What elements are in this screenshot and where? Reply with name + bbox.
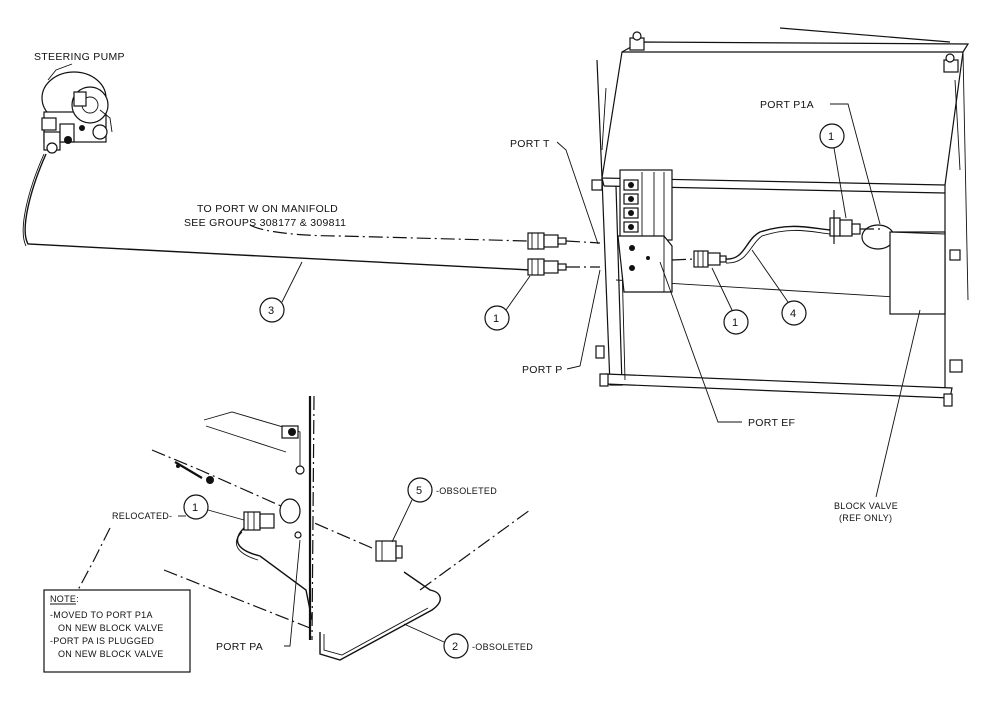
block-valve-label-2: (REF ONLY) [839,513,892,523]
svg-text:5: 5 [416,485,422,497]
to-port-w-label-2: SEE GROUPS 308177 & 309811 [184,217,346,229]
steering-pump-label: STEERING PUMP [34,51,125,63]
block-valve-label-1: BLOCK VALVE [834,501,898,511]
callout-3 [259,297,285,323]
port-ef-label: PORT EF [748,417,795,429]
hose-item-3 [24,153,531,271]
callout-1-upper-right [819,123,845,149]
note-line-3: -PORT PA IS PLUGGED [50,636,154,646]
valve-stack [617,169,673,293]
note-line-1: -MOVED TO PORT P1A [50,610,153,620]
svg-text:2: 2 [452,641,458,653]
obsoleted-2-label: -OBSOLETED [472,642,533,652]
svg-text:4: 4 [790,308,796,320]
callout-4 [781,300,807,326]
note-title: NOTE: [50,594,79,604]
relocated-leader [77,527,111,591]
callout-1-lower [183,494,209,520]
obsoleted-5-label: -OBSOLETED [436,486,497,496]
to-port-w-label-1: TO PORT W ON MANIFOLD [197,203,338,215]
callout-2 [443,633,469,659]
lower-detail-view [151,395,531,661]
port-p-label: PORT P [522,364,563,376]
relocated-label: RELOCATED- [112,511,172,521]
note-box: NOTE: -MOVED TO PORT P1A ON NEW BLOCK VA… [43,589,191,673]
note-line-2: ON NEW BLOCK VALVE [58,623,164,633]
fittings-item-1-left [527,232,567,276]
port-pa-label: PORT PA [216,641,263,653]
hose-item-2 [319,571,441,661]
hose-item-4 [725,225,831,260]
to-port-w-line [249,224,529,242]
port-p1a-label: PORT P1A [760,99,814,111]
callout-1-mid [723,309,749,335]
block-valve [889,231,946,315]
port-t-label: PORT T [510,138,550,150]
svg-text:1: 1 [732,317,738,329]
svg-text:1: 1 [192,502,198,514]
fitting-item-1-mid [693,250,727,268]
callout-1-left [484,305,510,331]
steering-pump [41,63,113,154]
svg-text:1: 1 [828,131,834,143]
svg-text:1: 1 [493,313,499,325]
svg-text:3: 3 [268,305,274,317]
note-line-4: ON NEW BLOCK VALVE [58,649,164,659]
callout-5 [407,477,433,503]
